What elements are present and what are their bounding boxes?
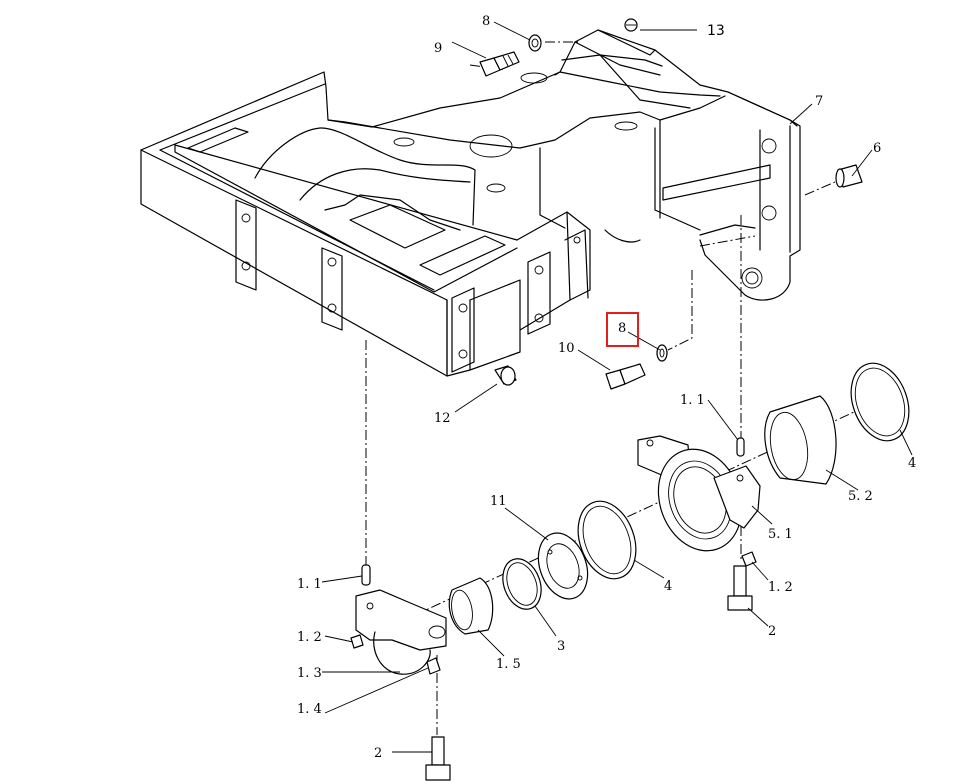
callout-7: 7 bbox=[815, 94, 823, 109]
fitting-1-4 bbox=[426, 657, 441, 675]
pin-1-1-right bbox=[736, 437, 745, 457]
o-ring-3 bbox=[502, 558, 542, 610]
callout-labels: 8 9 13 7 6 8 10 12 1. 1 4 5. 2 5. 1 11 4… bbox=[297, 14, 916, 761]
nut-13 bbox=[624, 18, 638, 32]
callout-2-bottom: 2 bbox=[374, 746, 382, 761]
bushing-5-2 bbox=[764, 395, 837, 485]
callout-4-mid: 4 bbox=[664, 579, 672, 594]
bushing-12 bbox=[494, 365, 517, 386]
seal-4-mid bbox=[577, 500, 637, 580]
callout-1-2-right: 1. 2 bbox=[768, 580, 793, 595]
bracket-5-1 bbox=[637, 435, 761, 552]
callout-1-2-left: 1. 2 bbox=[297, 630, 322, 645]
callout-4-right: 4 bbox=[908, 456, 916, 471]
callout-6: 6 bbox=[873, 141, 881, 156]
callout-1-3: 1. 3 bbox=[297, 666, 322, 681]
callout-1-5: 1. 5 bbox=[496, 657, 521, 672]
callout-2-right: 2 bbox=[768, 624, 776, 639]
callout-8-top: 8 bbox=[482, 14, 490, 29]
pin-1-1-left bbox=[361, 564, 371, 586]
washer-8-top bbox=[528, 34, 542, 52]
callout-5-1: 5. 1 bbox=[768, 527, 793, 542]
callout-11: 11 bbox=[490, 494, 507, 509]
highlight-box bbox=[606, 312, 639, 347]
axle-support-body bbox=[140, 29, 801, 377]
bolt-2-bottom bbox=[425, 736, 451, 781]
bracket-1-3 bbox=[355, 589, 447, 675]
callout-1-1-right: 1. 1 bbox=[680, 393, 705, 408]
callout-5-2: 5. 2 bbox=[848, 489, 873, 504]
leader-lines bbox=[321, 21, 913, 753]
fitting-1-2-left bbox=[350, 634, 364, 649]
bushing-1-5 bbox=[448, 577, 494, 635]
callout-13: 13 bbox=[707, 23, 725, 39]
callout-1-4: 1. 4 bbox=[297, 702, 322, 717]
callout-1-1-left: 1. 1 bbox=[297, 577, 322, 592]
callout-10: 10 bbox=[558, 341, 575, 356]
callout-12: 12 bbox=[434, 411, 451, 426]
seal-4-right bbox=[850, 362, 910, 442]
callout-8-mid: 8 bbox=[618, 321, 626, 336]
thrust-washer-11 bbox=[537, 532, 589, 600]
center-lines bbox=[365, 41, 881, 735]
bolt-9 bbox=[479, 51, 520, 77]
bolt-10 bbox=[605, 363, 646, 390]
bolt-2-right bbox=[727, 565, 753, 611]
callout-3: 3 bbox=[557, 639, 565, 654]
callout-9: 9 bbox=[434, 41, 442, 56]
washer-8-mid bbox=[656, 344, 668, 362]
